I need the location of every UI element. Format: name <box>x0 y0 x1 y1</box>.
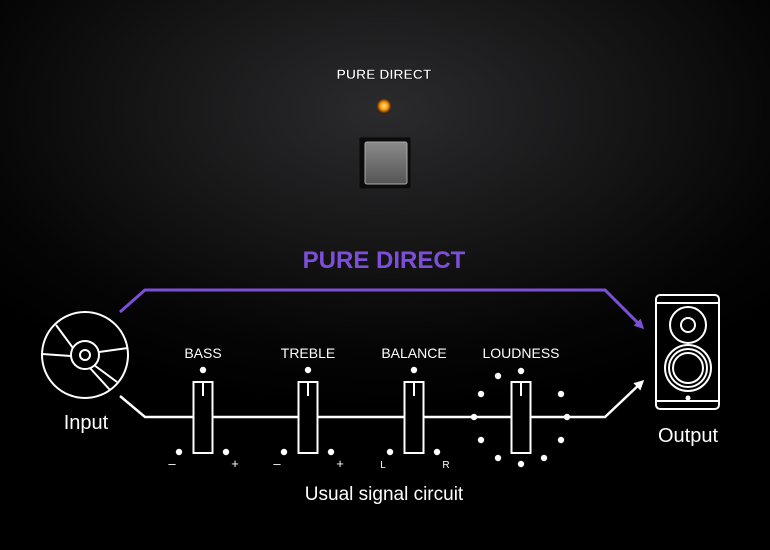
control-label: LOUDNESS <box>482 345 559 361</box>
scale-dot <box>410 366 418 374</box>
control-bass: BASS – + <box>168 345 238 471</box>
scale-dot <box>494 454 502 462</box>
scale-dot <box>327 448 335 456</box>
control-label: TREBLE <box>281 345 335 361</box>
scale-dot <box>222 448 230 456</box>
panel-label: PURE DIRECT <box>337 66 432 82</box>
scale-dot <box>280 448 288 456</box>
disc-icon <box>41 311 129 399</box>
scale-dot <box>470 413 478 421</box>
scale-dot <box>557 436 565 444</box>
scale-dot <box>304 366 312 374</box>
speaker-icon <box>655 294 720 410</box>
scale-dot <box>540 454 548 462</box>
control-label: BASS <box>184 345 221 361</box>
bypass-label: PURE DIRECT <box>303 247 466 274</box>
pure-direct-button[interactable] <box>364 141 408 185</box>
scale-dot <box>563 413 571 421</box>
scale-dot <box>477 390 485 398</box>
scale-min-label: – <box>273 456 281 471</box>
scale-dot <box>494 372 502 380</box>
scale-dot <box>433 448 441 456</box>
scale-dot <box>386 448 394 456</box>
output-label: Output <box>658 425 718 447</box>
signal-path <box>119 379 645 419</box>
scale-dot <box>517 367 525 375</box>
scale-max-label: + <box>231 456 239 471</box>
scale-dot <box>557 390 565 398</box>
scale-dot <box>199 366 207 374</box>
led-indicator <box>377 99 391 113</box>
scale-max-label: + <box>336 456 344 471</box>
scale-min-label: L <box>380 460 386 471</box>
circuit-label: Usual signal circuit <box>305 484 464 505</box>
control-loudness: LOUDNESS <box>470 345 571 468</box>
scale-dot <box>175 448 183 456</box>
control-balance: BALANCE L R <box>380 345 449 471</box>
scale-max-label: R <box>442 460 449 471</box>
scale-dot <box>477 436 485 444</box>
control-treble: TREBLE – + <box>273 345 343 471</box>
scale-dot <box>517 460 525 468</box>
tone-controls: BASS – + TREBLE – + BALANCE L R LOUDNESS <box>168 345 571 471</box>
input-label: Input <box>64 412 109 434</box>
pure-direct-path <box>119 288 645 330</box>
control-label: BALANCE <box>381 345 446 361</box>
scale-min-label: – <box>168 456 176 471</box>
